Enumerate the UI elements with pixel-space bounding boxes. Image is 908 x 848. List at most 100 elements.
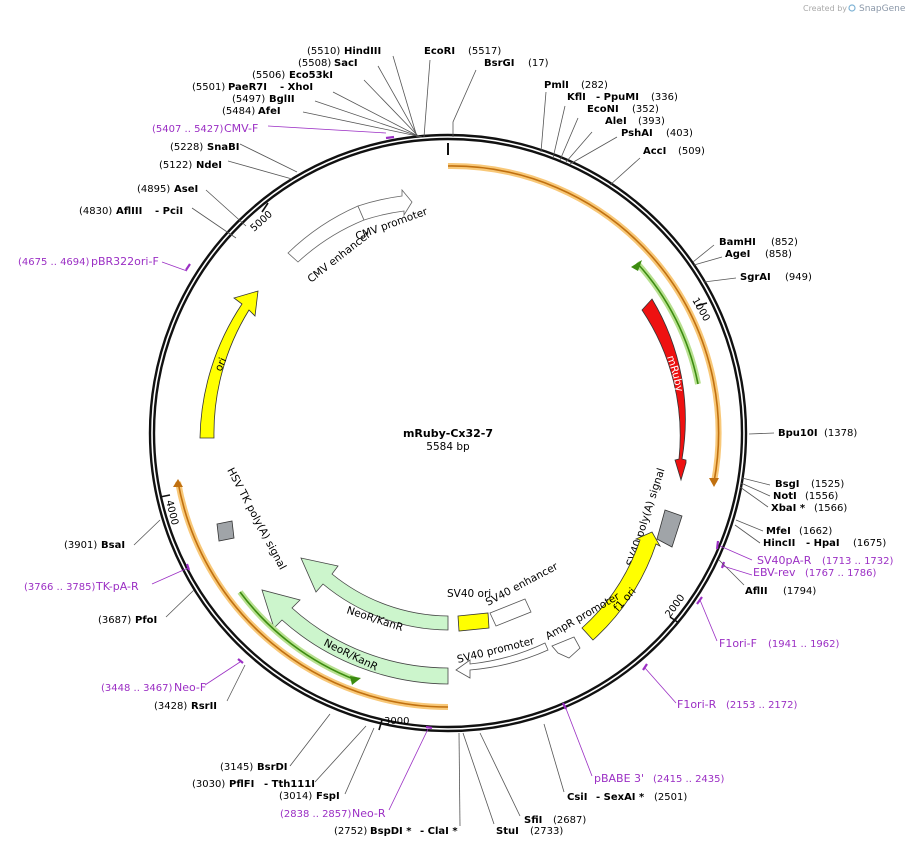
primer-ebv-rev[interactable]: EBV-rev — [753, 566, 796, 579]
cmv-promoter-feature[interactable] — [357, 188, 413, 221]
enzyme-kfli[interactable]: KflI — [567, 92, 586, 103]
enzyme-pos-fspi: (3014) — [279, 791, 312, 802]
ori-feature[interactable] — [199, 290, 259, 439]
enzyme-bsai[interactable]: BsaI — [101, 540, 125, 551]
enzyme-xhoi[interactable]: - XhoI — [280, 82, 313, 93]
enzyme-saci[interactable]: SacI — [334, 58, 358, 69]
enzyme-pshai[interactable]: PshAI — [621, 128, 653, 139]
primer-neo-r[interactable]: Neo-R — [352, 807, 386, 820]
primer-range-pbr322ori-f: (4675 .. 4694) — [18, 257, 90, 268]
enzyme-xbai[interactable]: XbaI * — [771, 503, 806, 514]
hsv-tk-polya-block[interactable] — [216, 520, 235, 542]
enzyme-hincii[interactable]: HincII — [763, 538, 795, 549]
enzyme-eco53ki[interactable]: Eco53kI — [289, 70, 333, 81]
enzyme-pos-pflfi: (3030) — [192, 779, 225, 790]
primer-cmv-f[interactable]: CMV-F — [224, 122, 258, 135]
enzyme-pcii[interactable]: - PciI — [155, 206, 183, 217]
enzyme-pos-sfii: (2687) — [553, 815, 586, 826]
primer-f1ori-r[interactable]: F1ori-R — [677, 698, 717, 711]
neokan-outer-feature[interactable] — [261, 589, 449, 685]
orange-feature-left[interactable] — [177, 481, 449, 708]
enzyme-sfii[interactable]: SfiI — [524, 815, 542, 826]
neokan-inner-feature[interactable] — [300, 557, 449, 631]
enzyme-pmli[interactable]: PmlI — [544, 80, 569, 91]
enzyme-pos-bsrgi: (17) — [528, 58, 549, 69]
mruby-feature[interactable] — [641, 298, 687, 482]
enzyme-snabi[interactable]: SnaBI — [207, 142, 239, 153]
enzyme-bsrdi[interactable]: BsrDI — [257, 762, 288, 773]
enzyme-ndei[interactable]: NdeI — [196, 160, 222, 171]
enzyme-hindiii[interactable]: HindIII — [344, 46, 381, 57]
enzyme-pos-acci: (509) — [678, 146, 705, 157]
enzyme-tth111i[interactable]: - Tth111I — [264, 779, 315, 790]
enzyme-pos-asei: (4895) — [137, 184, 170, 195]
plasmid-name: mRuby-Cx32-7 — [403, 427, 493, 440]
sv40-polya-block[interactable] — [656, 509, 683, 548]
enzyme-afei[interactable]: AfeI — [258, 106, 281, 117]
enzyme-sexai[interactable]: - SexAI * — [596, 792, 645, 803]
enzyme-pos-rsrii: (3428) — [154, 701, 187, 712]
enzyme-pos-ecori: (5517) — [468, 46, 501, 57]
enzyme-hpai[interactable]: - HpaI — [806, 538, 840, 549]
enzyme-pfoi[interactable]: PfoI — [135, 615, 157, 626]
enzyme-fspi[interactable]: FspI — [316, 791, 340, 802]
enzyme-pos-hindiii: (5510) — [307, 46, 340, 57]
primer-neo-f[interactable]: Neo-F — [174, 681, 206, 694]
enzyme-pflfi[interactable]: PflFI — [229, 779, 254, 790]
enzyme-acci[interactable]: AccI — [643, 146, 666, 157]
svg-text:3000: 3000 — [384, 716, 409, 727]
primer-pbr322ori-f[interactable]: pBR322ori-F — [91, 255, 159, 268]
enzyme-afliii[interactable]: AflIII — [116, 206, 142, 217]
enzyme-bspdi[interactable]: BspDI * — [370, 826, 412, 837]
enzyme-stui[interactable]: StuI — [496, 826, 519, 837]
primer-f1ori-f[interactable]: F1ori-F — [719, 637, 757, 650]
green-feature-right[interactable] — [636, 262, 699, 385]
enzyme-pos-aflii: (1794) — [783, 586, 816, 597]
enzyme-pos-afei: (5484) — [222, 106, 255, 117]
enzyme-pos-csii: (2501) — [654, 792, 687, 803]
enzyme-clai[interactable]: - ClaI * — [420, 826, 458, 837]
f1-ori-feature[interactable] — [581, 531, 662, 641]
enzyme-bsgi[interactable]: BsgI — [775, 479, 799, 490]
ori-label: ori — [213, 356, 230, 373]
primer-tk-pa-r[interactable]: TK-pA-R — [95, 580, 139, 593]
enzyme-pos-hincii: (1675) — [853, 538, 886, 549]
orange-feature-right[interactable] — [447, 165, 720, 483]
enzyme-noti[interactable]: NotI — [773, 491, 797, 502]
enzyme-asei[interactable]: AseI — [174, 184, 198, 195]
enzyme-bpu10i[interactable]: Bpu10I — [778, 428, 818, 439]
sv40-promoter-feature[interactable] — [455, 642, 549, 679]
enzyme-mfei[interactable]: MfeI — [766, 526, 791, 537]
enzyme-pos-ndei: (5122) — [159, 160, 192, 171]
snapgene-logo-icon — [848, 4, 856, 12]
primer-labels: (5407 .. 5427) CMV-F (4675 .. 4694) pBR3… — [18, 122, 894, 820]
enzyme-bglii[interactable]: BglII — [269, 94, 295, 105]
enzyme-ppumi[interactable]: - PpuMI — [596, 92, 639, 103]
enzyme-rsrii[interactable]: RsrII — [191, 701, 217, 712]
orange-feature-right-arrow — [709, 478, 719, 487]
enzyme-econi[interactable]: EcoNI — [587, 104, 619, 115]
enzyme-bamhi[interactable]: BamHI — [719, 237, 756, 248]
enzyme-ecori[interactable]: EcoRI — [424, 46, 455, 57]
green-feature-left-arrow — [350, 676, 361, 685]
primer-range-f1ori-r: (2153 .. 2172) — [726, 700, 798, 711]
green-feature-left[interactable] — [239, 591, 357, 681]
primer-range-ebv-rev: (1767 .. 1786) — [805, 568, 877, 579]
primer-pbabe3[interactable]: pBABE 3' — [594, 772, 644, 785]
enzyme-aflii[interactable]: AflII — [745, 586, 768, 597]
enzyme-csii[interactable]: CsiI — [567, 792, 587, 803]
primer-range-neo-f: (3448 .. 3467) — [101, 683, 173, 694]
primer-sv40pa-r[interactable]: SV40pA-R — [757, 554, 812, 567]
enzyme-pos-bglii: (5497) — [232, 94, 265, 105]
enzyme-labels: (5510) HindIII (5508) SacI (5506) Eco53k… — [64, 46, 886, 837]
enzyme-pos-saci: (5508) — [298, 58, 331, 69]
enzyme-alei[interactable]: AleI — [605, 116, 627, 127]
enzyme-sgrai[interactable]: SgrAI — [740, 272, 771, 283]
enzyme-paer7i[interactable]: PaeR7I — [228, 82, 267, 93]
sv40-ori-feature[interactable] — [457, 612, 490, 632]
ampr-promoter-feature[interactable] — [551, 636, 581, 659]
enzyme-bsrgi[interactable]: BsrGI — [484, 58, 514, 69]
sv40-enhancer-feature[interactable] — [489, 598, 532, 627]
enzyme-agei[interactable]: AgeI — [725, 249, 750, 260]
